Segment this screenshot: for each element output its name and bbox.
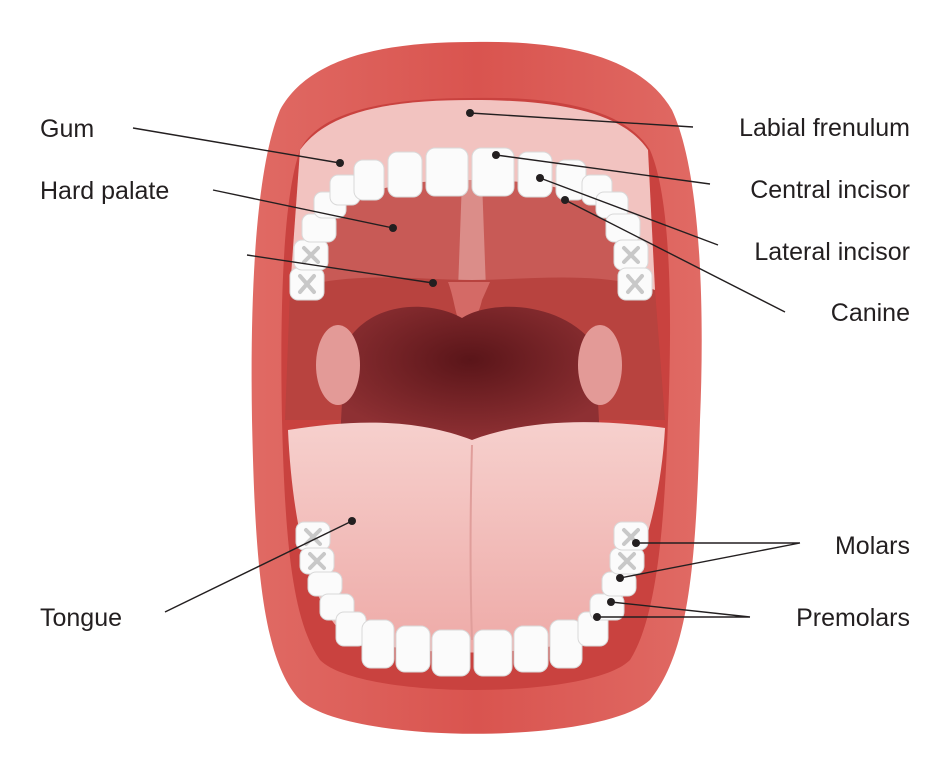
- left-tonsil: [316, 325, 360, 405]
- label-labial-frenulum: Labial frenulum: [739, 114, 910, 142]
- uvula: [448, 282, 490, 326]
- lower-teeth: [295, 521, 649, 677]
- tongue-shape: [288, 422, 665, 653]
- label-lateral-incisor: Lateral incisor: [754, 238, 910, 266]
- palate-raphe: [458, 180, 486, 290]
- label-hard-palate: Hard palate: [40, 177, 169, 205]
- label-premolars: Premolars: [796, 604, 910, 632]
- throat: [340, 306, 600, 440]
- label-tongue: Tongue: [40, 604, 122, 632]
- label-molars: Molars: [835, 532, 910, 560]
- label-canine: Canine: [831, 299, 910, 327]
- right-tonsil: [578, 325, 622, 405]
- upper-teeth: [289, 147, 653, 301]
- label-central-incisor: Central incisor: [750, 176, 910, 204]
- leader-lines: [132, 109, 801, 621]
- label-gum: Gum: [40, 115, 94, 143]
- tongue-median-groove: [469, 444, 473, 641]
